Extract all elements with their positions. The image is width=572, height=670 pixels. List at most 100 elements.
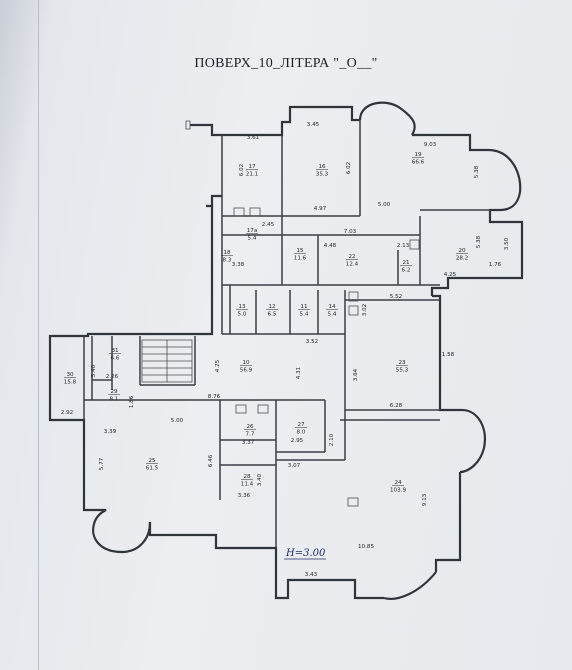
dimension-label: 4.25: [444, 272, 457, 278]
room-number: 11: [300, 304, 308, 310]
room-area: 11.6: [294, 256, 307, 262]
room-area: 21.1: [246, 172, 259, 178]
room-area: 28.2: [456, 256, 468, 262]
room-label-13: 135.0: [236, 304, 248, 318]
room-area: 6.5: [268, 312, 277, 318]
room-label-25: 25 61.5: [146, 458, 159, 472]
room-number: 28: [243, 474, 251, 480]
dimension-label: 7.03: [344, 229, 357, 235]
dimension-label: 5.52: [390, 294, 402, 300]
room-area: 5.4: [300, 312, 309, 318]
floor-title: ПОВЕРХ_10_ЛІТЕРА "_О__": [194, 56, 378, 71]
room-number: 14: [328, 304, 336, 310]
room-label-28: 28 11.4: [241, 474, 254, 488]
room-number: 10: [242, 360, 250, 366]
dimension-label: 5.00: [378, 202, 391, 208]
room-area: 35.3: [316, 172, 329, 178]
dimension-label: 3.36: [238, 493, 251, 499]
dimension-label: 1.76: [489, 262, 502, 268]
room-number: 15: [296, 248, 304, 254]
room-number: 19: [414, 152, 422, 158]
dimension-label: 8.76: [208, 394, 221, 400]
room-label-31: 316.6: [109, 348, 121, 362]
room-label-26: 267.7: [244, 424, 256, 438]
room-label-23: 23 55.3: [396, 360, 409, 374]
dimension-label: 2.26: [106, 374, 119, 380]
room-area: 61.5: [146, 466, 159, 472]
room-number: 16: [318, 164, 326, 170]
room-label-29: 298.1: [108, 389, 120, 403]
dimension-label: 3.64: [353, 368, 359, 381]
stairwell: [141, 339, 193, 383]
dimension-label: 4.31: [296, 366, 302, 379]
room-number: 20: [458, 248, 466, 254]
room-label-10: 10 56.9: [240, 360, 253, 374]
dimension-label: 2.45: [262, 222, 275, 228]
dimension-label: 4.97: [314, 206, 327, 212]
dimension-label: 6.28: [390, 403, 403, 409]
fixtures: [185, 120, 420, 507]
room-label-21: 216.2: [400, 260, 412, 274]
room-area: 5.4: [328, 312, 337, 318]
dimension-label: 3.37: [242, 440, 255, 446]
room-label-17: 17 21.1: [246, 164, 259, 178]
room-area: 8.3: [223, 258, 232, 264]
dimension-label: 6.02: [239, 164, 245, 176]
room-number: 27: [297, 422, 305, 428]
binding-edge: [38, 0, 39, 670]
room-area: 12.4: [346, 262, 359, 268]
dimension-label: 10.85: [358, 544, 374, 550]
room-area: 66.6: [412, 160, 425, 166]
room-number: 12: [268, 304, 275, 310]
room-area: 55.3: [396, 368, 409, 374]
room-number: 18: [223, 250, 231, 256]
dimension-label: 9.03: [424, 142, 437, 148]
room-number: 25: [148, 458, 156, 464]
room-area: 56.9: [240, 368, 253, 374]
dimension-label: 2.13: [397, 243, 410, 249]
dimension-label: 3.02: [362, 304, 368, 316]
dimension-label: 3.61: [247, 135, 260, 141]
dimension-label: 4.25: [215, 359, 221, 372]
outer-walls: [48, 101, 524, 600]
room-area: 5.4: [248, 236, 257, 242]
room-area: 11.4: [241, 482, 254, 488]
room-number: 29: [110, 389, 118, 395]
dimension-label: 5.38: [476, 235, 482, 248]
dimension-label: 1.58: [442, 352, 455, 358]
room-label-14: 145.4: [326, 304, 338, 318]
dimension-label: 5.38: [474, 165, 480, 178]
dimension-label: 3.07: [288, 463, 301, 469]
room-area: 5.0: [238, 312, 247, 318]
dimension-label: 2.10: [329, 433, 335, 446]
dimension-label: 4.48: [324, 243, 337, 249]
room-number: 24: [394, 480, 402, 486]
inner-partitions: [83, 120, 490, 548]
dimension-label: 3.40: [257, 473, 263, 486]
dimension-label: 5.77: [99, 457, 105, 470]
room-label-15: 15 11.6: [294, 248, 307, 262]
dimension-label: 5.40: [91, 364, 97, 377]
room-area: 8.1: [110, 397, 119, 403]
room-number: 23: [398, 360, 406, 366]
dimension-label: 6.02: [346, 162, 352, 174]
dimension-label: 2.95: [291, 438, 304, 444]
dimension-label: 3.50: [504, 237, 510, 250]
dimension-label: 6.46: [208, 454, 214, 467]
room-number: 31: [111, 348, 119, 354]
room-number: 13: [238, 304, 246, 310]
room-area: 6.2: [402, 268, 411, 274]
room-label-18: 188.3: [221, 250, 233, 264]
room-number: 17а: [247, 228, 258, 234]
room-label-19: 19 66.6: [412, 152, 425, 166]
room-number: 30: [66, 372, 74, 378]
room-number: 26: [246, 424, 254, 430]
room-number: 17: [248, 164, 256, 170]
